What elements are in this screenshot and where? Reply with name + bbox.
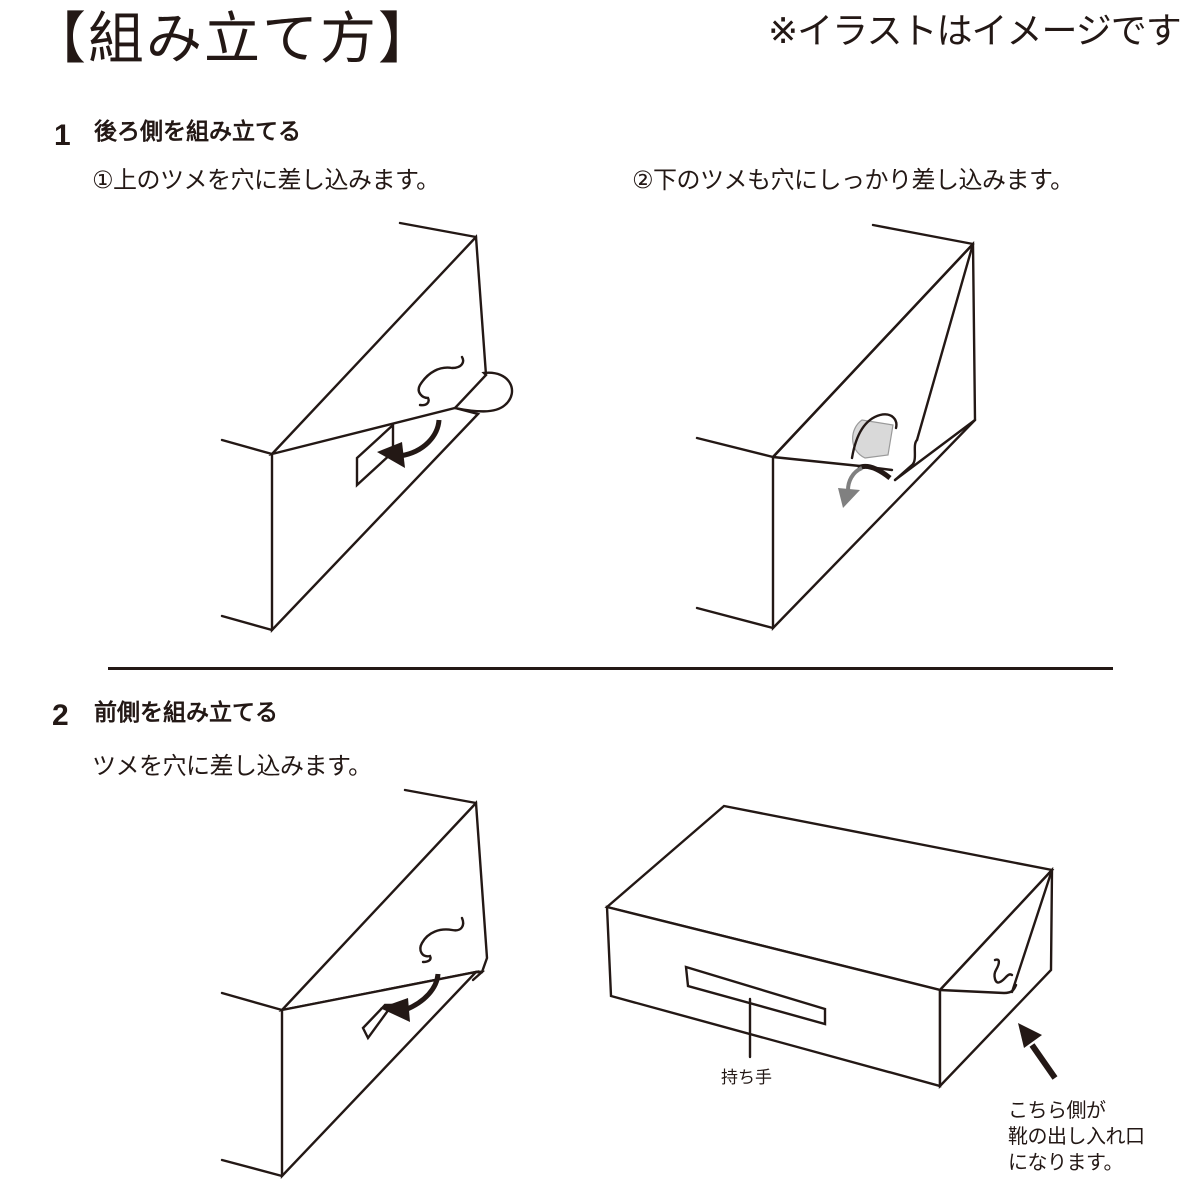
step-2-number: 2 (52, 699, 69, 732)
curved-arrow-icon (838, 466, 863, 508)
curved-arrow-icon (377, 419, 442, 468)
opening-note-line-3: になります。 (1008, 1150, 1124, 1174)
step-2-title: 前側を組み立てる (94, 700, 278, 726)
handle-label: 持ち手 (721, 1068, 772, 1088)
step-1-substep-1-label: ①上のツメを穴に差し込みます。 (92, 166, 440, 194)
box-outline (220, 788, 489, 1180)
step-1-title: 後ろ側を組み立てる (94, 119, 301, 145)
opening-note-line-2: 靴の出し入れ口 (1008, 1124, 1145, 1148)
illustration-note: ※イラストはイメージです (768, 11, 1182, 52)
step-1-substep-2-label: ②下のツメも穴にしっかり差し込みます。 (632, 166, 1074, 194)
box-outline (695, 223, 977, 631)
opening-note-line-1: こちら側が (1008, 1098, 1106, 1122)
section-divider (108, 667, 1113, 670)
up-left-arrow-icon (1018, 1023, 1058, 1080)
step-2-substep-1-label: ツメを穴に差し込みます。 (92, 752, 372, 780)
box-outline (220, 221, 514, 633)
box-outline (604, 804, 1055, 1089)
curved-arrow-icon (380, 973, 441, 1022)
page-title: 【組み立て方】 (30, 7, 436, 72)
step-1-number: 1 (54, 119, 71, 152)
